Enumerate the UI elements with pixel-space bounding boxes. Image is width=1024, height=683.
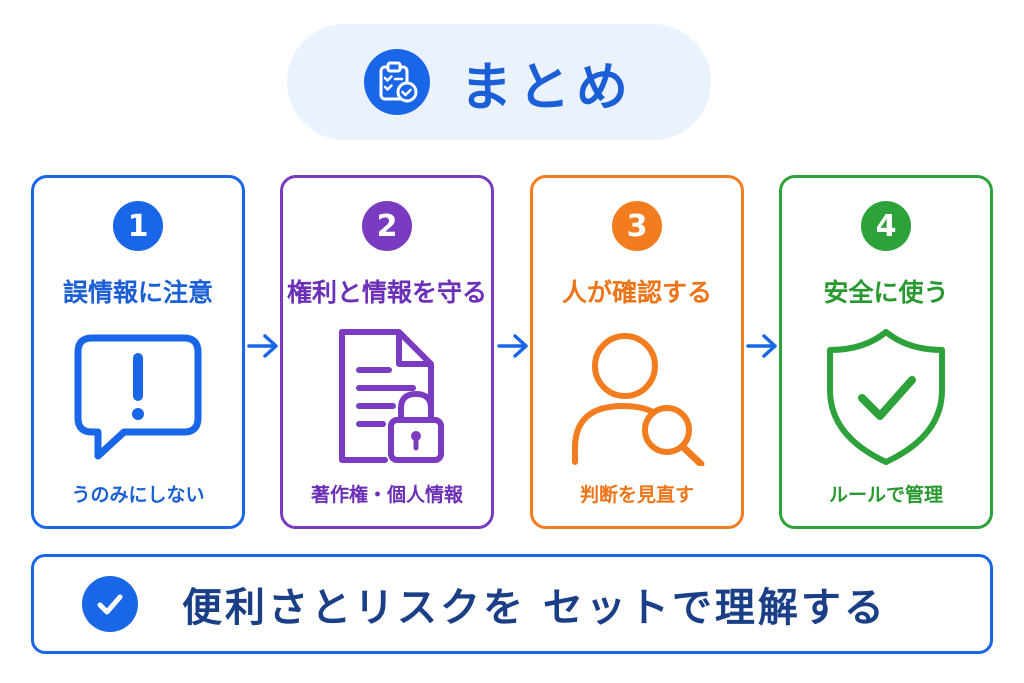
document-lock-icon <box>339 329 444 463</box>
step-subtext: 著作権・個人情報 <box>310 484 463 506</box>
shield-check-icon <box>827 329 945 465</box>
summary-text: 便利さとリスクを セットで理解する <box>182 585 887 631</box>
step-heading: 人が確認する <box>561 278 712 307</box>
arrow-right-icon <box>247 334 278 358</box>
step-heading: 安全に使う <box>823 278 949 307</box>
step-number-badge: 2 <box>362 201 412 251</box>
clipboard-check-icon <box>363 49 430 115</box>
step-number-badge: 1 <box>113 201 163 251</box>
step-heading: 誤情報に注意 <box>62 278 213 307</box>
page-title: まとめ <box>459 57 634 118</box>
step-heading: 権利と情報を守る <box>286 278 487 307</box>
step-card-1: 1 誤情報に注意 うのみにしない <box>31 175 245 529</box>
title-banner: まとめ <box>287 24 711 140</box>
step-number-badge: 4 <box>861 201 911 251</box>
exclamation-speech-bubble-icon <box>74 334 202 460</box>
step-card-4: 4 安全に使う ルールで管理 <box>779 175 993 529</box>
step-subtext: うのみにしない <box>71 484 205 506</box>
summary-banner: 便利さとリスクを セットで理解する <box>31 554 993 654</box>
arrow-right-icon <box>746 334 777 358</box>
step-card-2: 2 権利と情報を守る 著作権・個人情報 <box>280 175 494 529</box>
step-subtext: 判断を見直す <box>579 484 694 506</box>
step-card-3: 3 人が確認する 判断を見直す <box>530 175 744 529</box>
check-circle-icon <box>82 576 138 632</box>
step-subtext: ルールで管理 <box>828 484 943 506</box>
step-number-badge: 3 <box>612 201 662 251</box>
arrow-right-icon <box>497 334 528 358</box>
person-magnifier-icon <box>572 333 705 466</box>
